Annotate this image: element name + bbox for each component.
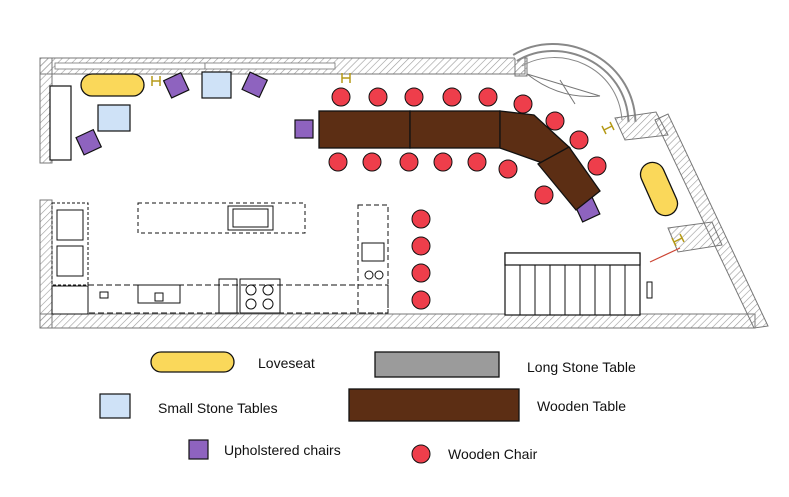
bottom-stove xyxy=(239,278,281,314)
legend-swatch-upholstered-chairs xyxy=(188,439,209,460)
wooden-chair xyxy=(411,290,431,310)
wooden-chairs xyxy=(328,87,607,310)
upholstered-chair-3 xyxy=(75,128,103,156)
wooden-table-2 xyxy=(409,110,501,149)
wooden-chair xyxy=(478,87,498,107)
burner-1 xyxy=(245,284,257,296)
loveseat-right xyxy=(639,161,679,217)
wooden-chair xyxy=(328,152,348,172)
right-bar-counter xyxy=(357,204,389,314)
window-top-2 xyxy=(204,62,336,70)
wooden-chair xyxy=(331,87,351,107)
legend-swatch-long-stone-table xyxy=(374,351,500,378)
right-bar-ring-2 xyxy=(374,270,384,280)
upholstered-chair-4 xyxy=(294,119,314,139)
legend-swatch-wooden-chair xyxy=(411,444,431,464)
fridge-left-inner xyxy=(56,209,84,241)
fridge-left xyxy=(51,202,89,286)
legend-swatch-small-stone-tables xyxy=(99,393,131,419)
wooden-chair xyxy=(411,209,431,229)
burner-3 xyxy=(245,298,257,310)
burner-4 xyxy=(262,298,274,310)
bay-window-arc-line xyxy=(521,57,623,121)
cabinet-left xyxy=(49,85,72,161)
furniture xyxy=(75,71,679,310)
wooden-chair xyxy=(587,156,607,176)
door-hinge-icon xyxy=(151,73,685,247)
small-stone-table-2 xyxy=(201,71,232,99)
wooden-chair xyxy=(442,87,462,107)
legend-label-wooden-table: Wooden Table xyxy=(537,398,626,414)
wall-entry-block xyxy=(614,111,669,141)
burner-2 xyxy=(262,284,274,296)
bottom-appliance xyxy=(218,278,238,314)
walls xyxy=(39,43,769,329)
legend-label-small-stone-tables: Small Stone Tables xyxy=(158,400,278,416)
wall-right-diagonal xyxy=(654,113,769,329)
fridge-left-inner2 xyxy=(56,245,84,277)
wooden-chair xyxy=(411,263,431,283)
staircase-top xyxy=(504,252,641,266)
bay-window-arc-inner xyxy=(513,45,635,123)
wooden-chair xyxy=(368,87,388,107)
right-bar-sink xyxy=(361,242,385,262)
fixtures xyxy=(49,85,653,316)
legend-label-upholstered-chairs: Upholstered chairs xyxy=(224,442,341,458)
legend-swatch-loveseat xyxy=(150,351,235,373)
upholstered-chair-1 xyxy=(162,71,190,99)
wooden-chair xyxy=(498,159,518,179)
wooden-table-4 xyxy=(536,146,601,211)
legend-swatch-wooden-table xyxy=(348,388,520,422)
small-stone-table-1 xyxy=(97,104,131,132)
wall-left-lower xyxy=(39,199,53,329)
legend-label-long-stone-table: Long Stone Table xyxy=(527,359,636,375)
back-bar-counter xyxy=(137,202,306,234)
wooden-chair xyxy=(411,236,431,256)
bottom-sink xyxy=(137,284,181,304)
bottom-counter xyxy=(87,284,389,314)
door-swing-2 xyxy=(559,79,576,105)
counter-item-2 xyxy=(154,292,164,302)
legend-label-wooden-chair: Wooden Chair xyxy=(448,446,538,462)
wooden-chair xyxy=(433,152,453,172)
wooden-chair xyxy=(513,94,533,114)
wooden-chair xyxy=(534,185,554,205)
legend xyxy=(99,351,520,464)
right-bar-ring-1 xyxy=(364,270,374,280)
wooden-chair xyxy=(569,130,589,150)
wooden-chair xyxy=(399,152,419,172)
legend-label-loveseat: Loveseat xyxy=(258,355,315,371)
wooden-chair xyxy=(545,111,565,131)
upholstered-chair-2 xyxy=(241,71,269,99)
loveseat-top xyxy=(80,73,145,97)
wall-entry-inset xyxy=(667,221,723,253)
counter-item-1 xyxy=(99,291,109,299)
wooden-chair xyxy=(404,87,424,107)
cabinet-left-bottom xyxy=(51,285,89,315)
wall-bottom xyxy=(39,313,756,329)
wooden-chair xyxy=(467,152,487,172)
bay-window-arc xyxy=(512,43,637,123)
back-bar-sink-inner xyxy=(232,208,269,228)
window-top-1 xyxy=(54,62,206,70)
wooden-chair xyxy=(362,152,382,172)
door-line-right xyxy=(649,247,681,263)
wooden-table-1 xyxy=(318,110,411,149)
stair-post xyxy=(646,281,653,299)
back-bar-sink xyxy=(227,205,274,231)
